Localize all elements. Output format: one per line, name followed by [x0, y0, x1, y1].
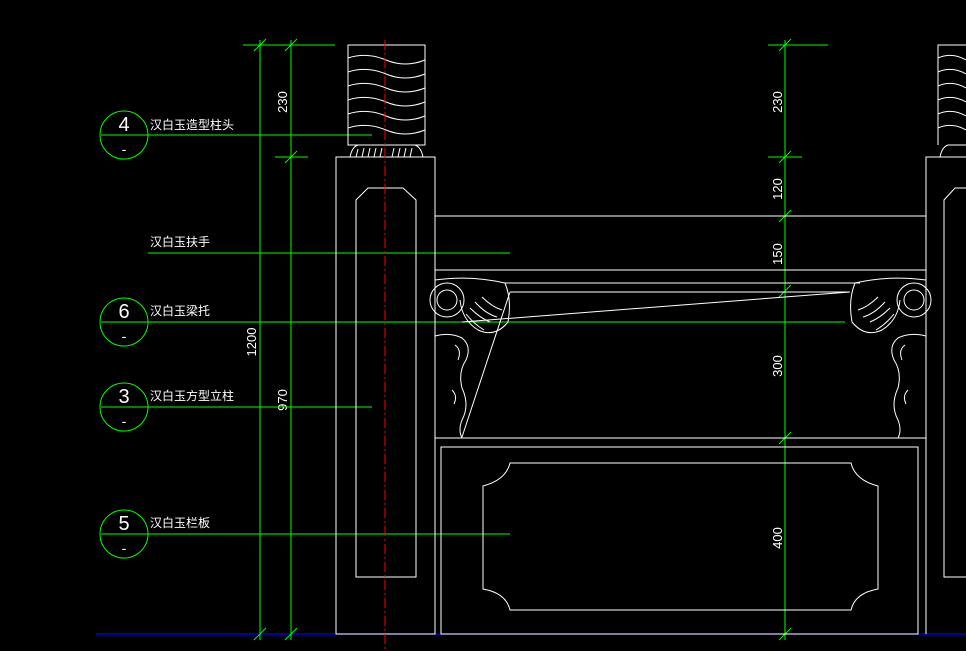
left-dimension-chain: [243, 38, 335, 641]
callout-label: 汉白玉梁托: [150, 303, 210, 318]
right-dimension-chain: [768, 38, 828, 641]
left-post-cap: [347, 44, 426, 158]
right-bracket: [461, 277, 932, 439]
dim-right-300: 300: [770, 355, 785, 377]
callout-sheet: -: [122, 141, 127, 157]
callout-4: 4 - 汉白玉造型柱头: [99, 110, 372, 160]
callout-label: 汉白玉栏板: [150, 515, 210, 530]
callout-label: 汉白玉造型柱头: [150, 117, 234, 132]
callout-sheet: -: [122, 540, 127, 556]
left-bracket: [429, 277, 511, 439]
callout-number: 5: [118, 513, 129, 535]
dim-cap-height: 230: [275, 91, 290, 113]
callout-number: 4: [118, 114, 129, 136]
callout-handrail: 汉白玉扶手: [148, 234, 510, 254]
balustrade-panel: [435, 437, 926, 635]
callout-sheet: -: [122, 328, 127, 344]
callout-3: 3 - 汉白玉方型立柱: [99, 382, 372, 432]
dim-right-150: 150: [770, 243, 785, 265]
callout-number: 6: [118, 301, 129, 323]
callout-label: 汉白玉扶手: [150, 234, 210, 249]
dim-post-height: 970: [275, 389, 290, 411]
dim-right-400: 400: [770, 527, 785, 549]
callout-5: 5 - 汉白玉栏板: [99, 509, 510, 559]
right-post-cap: [937, 44, 966, 158]
callout-number: 3: [118, 386, 129, 408]
callout-6: 6 - 汉白玉梁托: [99, 297, 845, 347]
callout-sheet: -: [122, 413, 127, 429]
callout-label: 汉白玉方型立柱: [150, 388, 234, 403]
dim-right-120: 120: [770, 178, 785, 200]
dim-total-height: 1200: [244, 328, 259, 357]
handrail: [435, 215, 926, 293]
dim-right-cap: 230: [770, 91, 785, 113]
right-post: [925, 156, 966, 634]
